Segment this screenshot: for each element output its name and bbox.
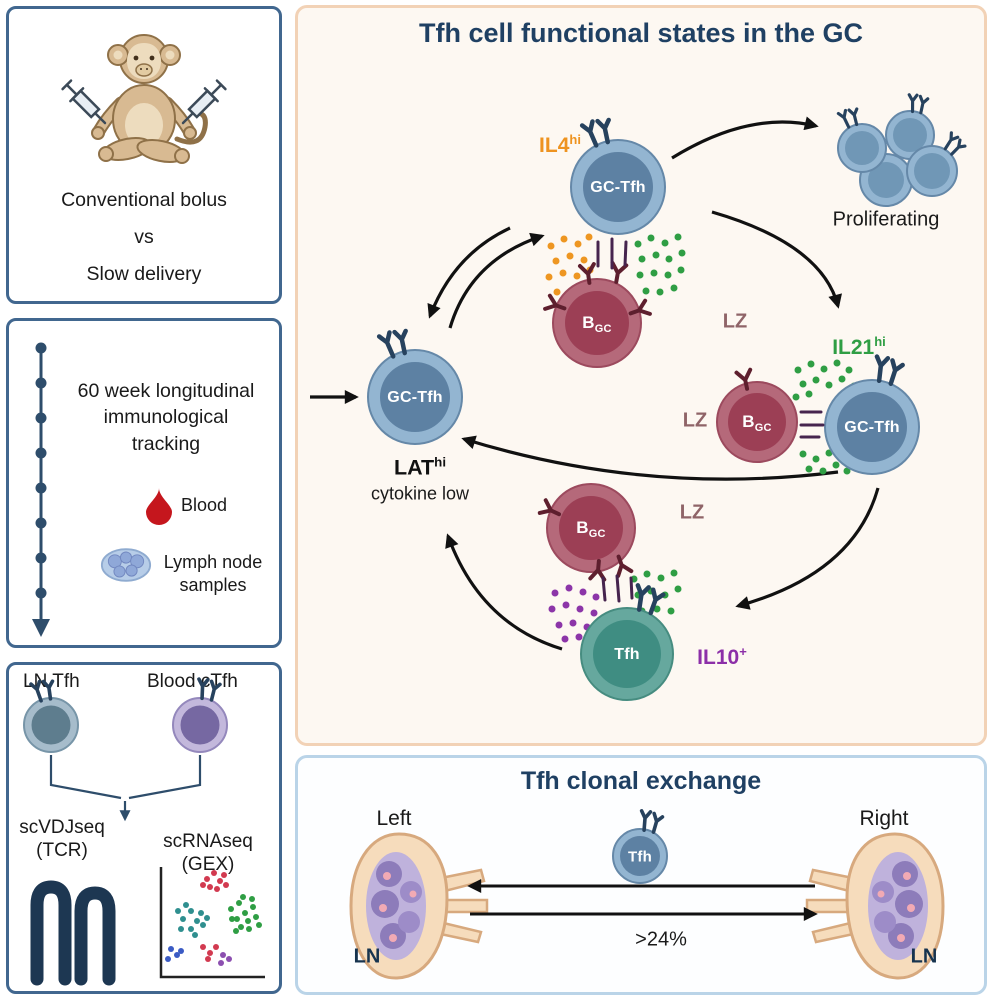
clonal-exchange-arrows	[467, 879, 818, 921]
slow-delivery-label: Slow delivery	[86, 263, 202, 285]
clonal-exchange-illustration	[349, 808, 945, 980]
lymph-node-icon	[100, 548, 152, 582]
gc-tfh-left-cell-label: GC-Tfh	[387, 389, 443, 406]
blood-ctfh-cell	[172, 676, 228, 753]
bgc-bottom-cell-label: BGC	[576, 518, 606, 540]
clonal-tfh-cell-label: Tfh	[628, 848, 652, 866]
syringe-left-icon	[61, 79, 107, 125]
gc-tfh-cell-top	[570, 117, 666, 235]
clonal-panel-title: Tfh clonal exchange	[520, 767, 762, 795]
timeline-arrowhead	[32, 619, 50, 637]
proliferating-label: Proliferating	[832, 208, 940, 231]
vs-label: vs	[134, 226, 154, 248]
lat-hi-label: LAThi	[393, 454, 447, 480]
lz-label-right: LZ	[682, 409, 708, 432]
il10-tfh-cell-bottom	[580, 584, 674, 701]
left-ln-label: LN	[353, 945, 381, 968]
timeline-dots	[35, 342, 47, 599]
lz-label-bottom: LZ	[679, 501, 705, 524]
bottom-to-left-arrow	[445, 533, 563, 651]
lymph-node-label: Lymph node samples	[163, 552, 263, 596]
il4-hi-label: IL4hi	[539, 132, 581, 157]
scrnaseq-sub-label: (GEX)	[181, 854, 235, 875]
tcr-icon	[30, 880, 116, 986]
scrnaseq-label: scRNAseq	[163, 831, 253, 852]
il21-hi-label: IL21hi	[832, 334, 886, 359]
sequencing-cells-illustration	[23, 676, 228, 822]
tracking-panel: 60 week longitudinal immunological track…	[6, 318, 282, 648]
proliferating-cells	[836, 92, 968, 207]
il21-cytokine-dots-top	[634, 233, 686, 296]
b-cell-right	[716, 367, 798, 463]
left-to-top-arrow	[448, 232, 545, 329]
blood-label: Blood	[181, 495, 228, 515]
timeline-illustration	[32, 342, 50, 637]
gc-panel: Tfh cell functional states in the GC	[295, 5, 987, 746]
ln-tfh-cell	[23, 677, 79, 753]
b-cell-top	[543, 260, 652, 368]
il21-cytokine-dots-right	[792, 359, 858, 475]
gc-tfh-cell-right	[824, 356, 920, 475]
gc-tfh-cell-left	[367, 328, 463, 445]
cell-contact-connectors	[596, 237, 825, 603]
left-lymph-node-illustration	[349, 832, 489, 980]
syringe-right-icon	[181, 79, 227, 125]
gc-tfh-right-cell-label: GC-Tfh	[844, 419, 900, 436]
top-to-left-arrow	[427, 226, 511, 319]
right-ln-label: LN	[910, 945, 938, 968]
gc-tfh-top-cell-label: GC-Tfh	[590, 179, 646, 196]
clonal-exchange-panel: Tfh clonal exchange	[295, 755, 987, 995]
merge-bracket	[49, 755, 202, 822]
il21-cytokine-dots-bottom	[630, 569, 682, 627]
lz-label-top: LZ	[722, 310, 748, 333]
exchange-percent-label: >24%	[635, 928, 687, 951]
sequencing-panel: LN Tfh Blood cTfh scVDJseq (TCR) scRNAse…	[6, 662, 282, 994]
blood-drop-icon	[146, 488, 172, 525]
monkey-tail	[174, 110, 208, 145]
clonal-tfh-cell	[612, 808, 668, 884]
scvdjseq-label: scVDJseq	[19, 817, 105, 838]
il10-tfh-cell-label: Tfh	[614, 646, 640, 663]
left-side-label: Left	[376, 807, 412, 830]
gc-cycle-illustration	[310, 92, 968, 701]
right-lymph-node-illustration	[805, 832, 945, 980]
scvdjseq-sub-label: (TCR)	[36, 840, 88, 861]
il10-pos-label: IL10+	[697, 644, 747, 669]
il10-cytokine-dots	[548, 584, 600, 643]
scatter-plot-icon	[159, 867, 265, 979]
bgc-right-cell-label: BGC	[742, 412, 772, 434]
monkey-illustration	[61, 34, 227, 164]
right-to-left-arrow	[461, 435, 839, 481]
tracking-text: 60 week longitudinal immunological track…	[77, 380, 255, 455]
gc-panel-title: Tfh cell functional states in the GC	[418, 18, 864, 48]
right-to-bottom-arrow	[735, 487, 880, 610]
bolus-label: Conventional bolus	[61, 189, 227, 211]
top-to-proliferating-arrow	[671, 116, 819, 160]
gc-cycle-arrows	[310, 116, 880, 651]
bgc-top-cell-label: BGC	[582, 313, 612, 335]
right-side-label: Right	[859, 807, 909, 830]
top-to-right-arrow	[711, 210, 842, 309]
cytokine-low-label: cytokine low	[370, 483, 470, 504]
b-cell-bottom	[537, 483, 636, 582]
delivery-panel: Conventional bolus vs Slow delivery	[6, 6, 282, 304]
